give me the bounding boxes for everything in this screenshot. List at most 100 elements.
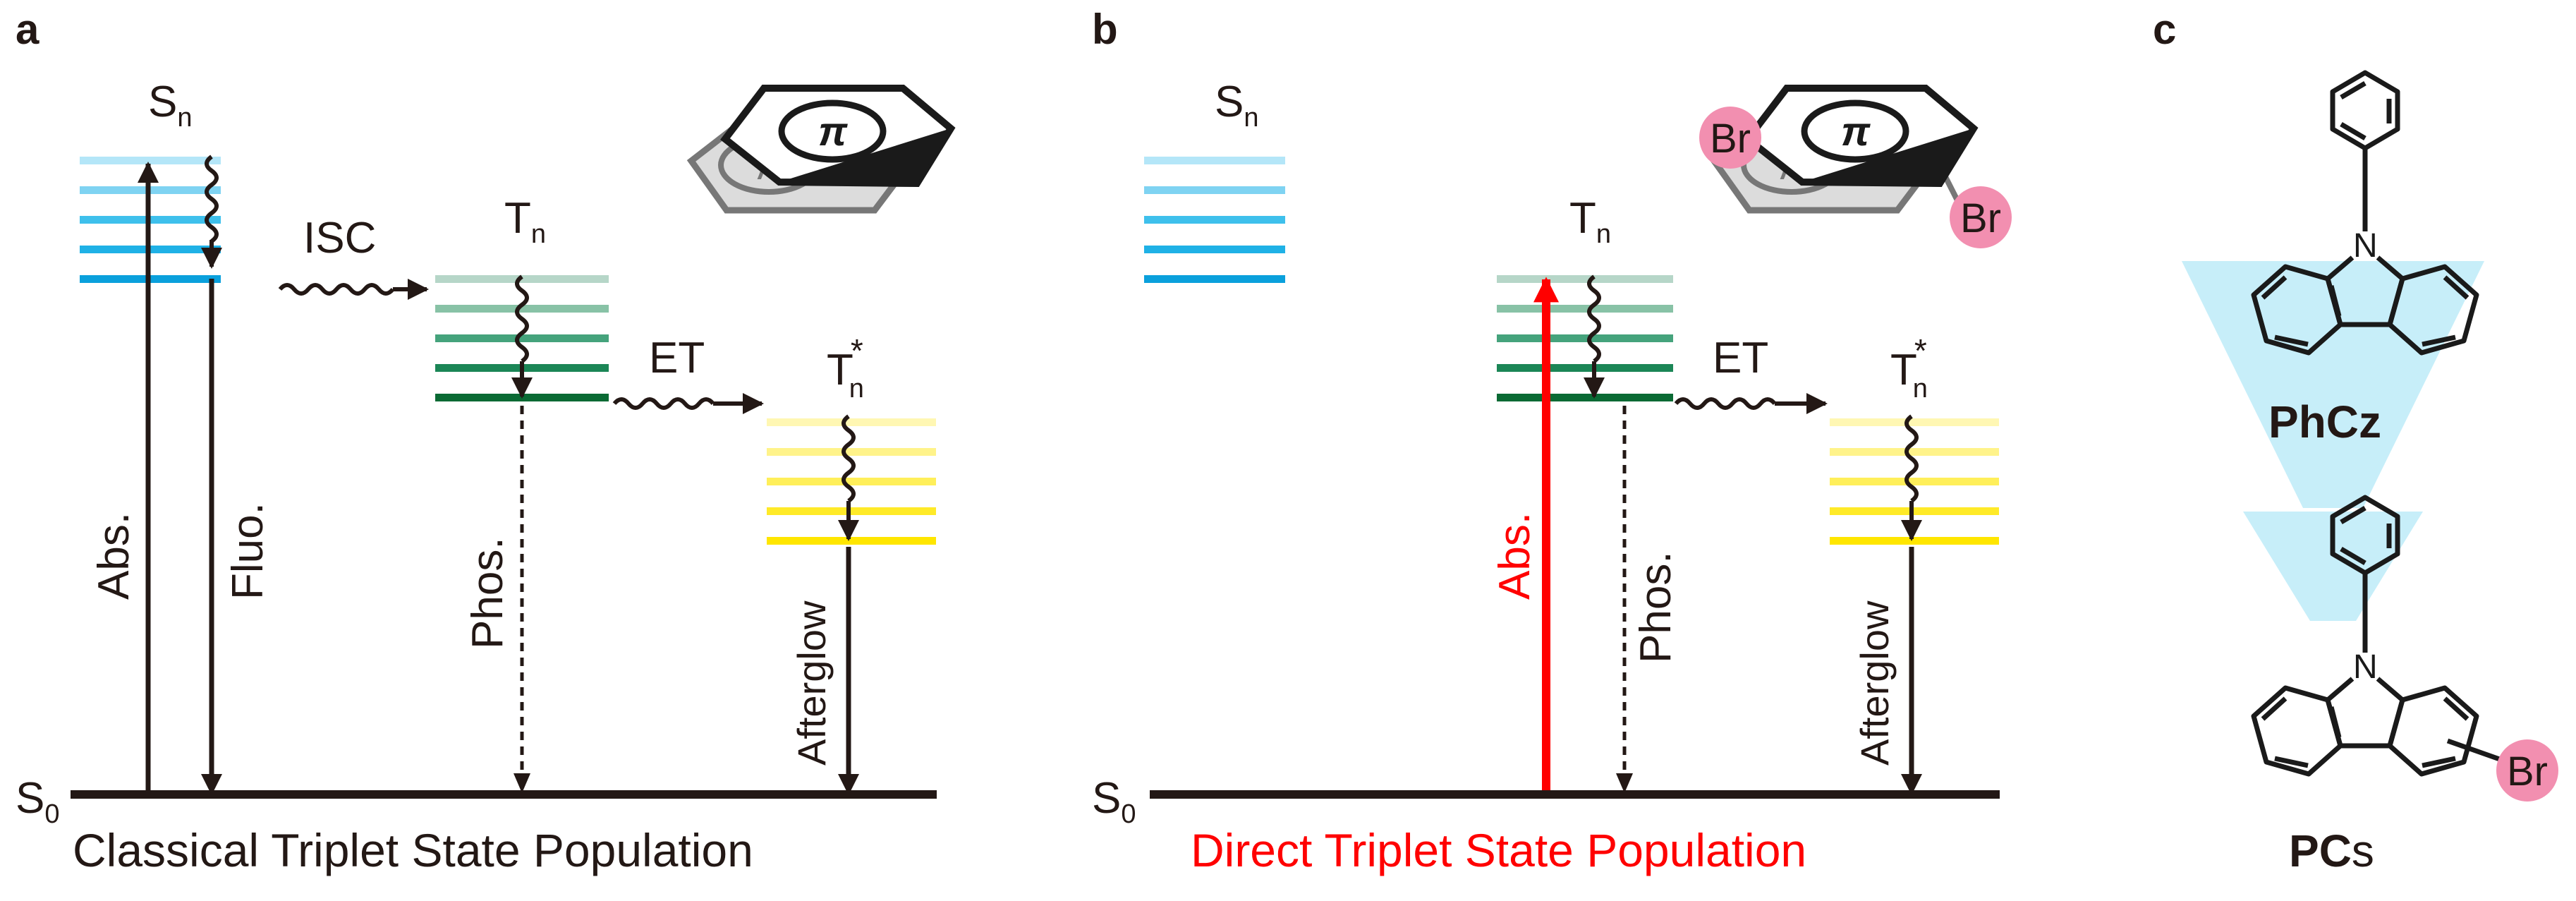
triplet-level bbox=[435, 334, 609, 342]
tn-label: Tn bbox=[1569, 194, 1611, 249]
triplet-relaxation-wavy bbox=[1587, 274, 1601, 363]
upper-pi-symbol: π bbox=[1841, 109, 1871, 155]
tstar-label: T*n bbox=[827, 332, 864, 404]
afterglow-relaxation-wavy bbox=[842, 414, 856, 503]
afterglow-level bbox=[1830, 478, 1999, 485]
br-pi-stack-illustration: π π Br Br bbox=[1699, 85, 2012, 248]
pyrrole-bond bbox=[2376, 677, 2405, 702]
ground-state-line bbox=[71, 790, 937, 799]
et-wavy bbox=[612, 397, 715, 410]
right-benzo-ring bbox=[2387, 264, 2479, 356]
n-atom: N bbox=[2353, 648, 2378, 686]
double-bond bbox=[2274, 756, 2309, 768]
singlet-level bbox=[1144, 157, 1285, 164]
singlet-level bbox=[1144, 246, 1285, 253]
panel-c: c N PhCz bbox=[2153, 6, 2558, 876]
afterglow-level bbox=[767, 507, 936, 515]
afterglow-level bbox=[767, 448, 936, 456]
left-benzo-ring bbox=[2251, 685, 2343, 777]
ground-state-line bbox=[1150, 790, 2000, 799]
afterglow-level bbox=[1830, 537, 1999, 545]
left-benzo-ring bbox=[2251, 264, 2343, 356]
br-label: Br bbox=[2507, 749, 2548, 794]
tstar-label: T*n bbox=[1890, 332, 1928, 404]
pcs-structure bbox=[2251, 495, 2509, 777]
abs-label: Abs. bbox=[90, 512, 138, 600]
phos-label: Phos. bbox=[463, 537, 512, 649]
panel-b-letter: b bbox=[1092, 6, 1118, 53]
singlet-level bbox=[1144, 186, 1285, 194]
afterglow-level bbox=[767, 418, 936, 426]
upper-pi-symbol: π bbox=[818, 109, 848, 155]
afterglow-level bbox=[767, 478, 936, 485]
panel-c-letter: c bbox=[2153, 6, 2176, 53]
phcz-label: PhCz bbox=[2268, 397, 2381, 447]
pyrrole-bond bbox=[2326, 255, 2355, 281]
phos-label: Phos. bbox=[1632, 551, 1680, 663]
isc-label: ISC bbox=[303, 214, 376, 262]
br-label-top: Br bbox=[1710, 116, 1751, 162]
double-bond bbox=[2443, 696, 2469, 721]
isc-wavy bbox=[278, 283, 395, 296]
afterglow-label: Afterglow bbox=[1852, 600, 1897, 766]
triplet-level bbox=[1497, 364, 1673, 372]
phenyl-double-bond bbox=[2340, 546, 2367, 566]
double-bond bbox=[2443, 275, 2469, 300]
et-label: ET bbox=[649, 334, 705, 382]
triplet-level bbox=[1497, 394, 1673, 401]
pcs-label: PCs bbox=[2289, 826, 2374, 876]
bromine-atom bbox=[2496, 739, 2558, 802]
panel-b: b Sn Tn Abs. Phos. ET T*n bbox=[1092, 6, 2012, 876]
afterglow-level bbox=[1830, 507, 1999, 515]
singlet-levels bbox=[1144, 157, 1285, 283]
phosphorescence-arrowhead bbox=[1616, 773, 1633, 793]
triplet-level bbox=[435, 305, 609, 313]
double-bond bbox=[2422, 756, 2456, 768]
panel-a-caption: Classical Triplet State Population bbox=[73, 824, 753, 876]
triplet-level bbox=[1497, 275, 1673, 283]
s0-label: S0 bbox=[16, 774, 60, 829]
afterglow-relaxation-wavy bbox=[1904, 414, 1919, 503]
relaxation-wavy bbox=[205, 155, 219, 243]
et-wavy bbox=[1674, 397, 1777, 410]
afterglow-level bbox=[1830, 448, 1999, 456]
funnel-upper bbox=[2182, 261, 2484, 508]
phenyl-ring bbox=[2330, 70, 2400, 151]
triplet-levels bbox=[1497, 275, 1673, 401]
triplet-level bbox=[1497, 334, 1673, 342]
abs-label: Abs. bbox=[1490, 512, 1539, 600]
bromine-atom-bottom bbox=[1950, 186, 2012, 248]
upper-pi-orbital bbox=[778, 99, 887, 163]
sn-label: Sn bbox=[1215, 78, 1259, 133]
phenyl-double-bond bbox=[2340, 80, 2367, 100]
afterglow-level bbox=[1830, 418, 1999, 426]
upper-pi-orbital bbox=[1801, 99, 1909, 163]
fluo-label: Fluo. bbox=[224, 502, 272, 600]
double-bond bbox=[2274, 334, 2309, 347]
double-bond bbox=[2328, 285, 2342, 317]
double-bond bbox=[2422, 334, 2456, 347]
br-label-bottom: Br bbox=[1960, 195, 2001, 241]
bromine-atom-top bbox=[1699, 107, 1761, 169]
triplet-level bbox=[1497, 305, 1673, 313]
funnel-lower bbox=[2243, 512, 2423, 621]
phenyl-double-bond bbox=[2340, 505, 2367, 525]
phenyl-double-bond bbox=[2340, 121, 2367, 141]
right-benzo-ring bbox=[2387, 685, 2479, 777]
pi-stack-illustration: π π bbox=[686, 85, 956, 214]
phcz-structure bbox=[2251, 70, 2479, 356]
et-label: ET bbox=[1713, 334, 1768, 382]
s0-label: S0 bbox=[1092, 774, 1136, 829]
double-bond bbox=[2261, 696, 2288, 721]
singlet-level bbox=[1144, 216, 1285, 224]
triplet-relaxation-wavy bbox=[515, 274, 529, 363]
br-substituent-bond bbox=[2446, 738, 2509, 765]
n-atom: N bbox=[2353, 227, 2378, 265]
singlet-level bbox=[80, 157, 221, 164]
pyrrole-bond bbox=[2326, 677, 2355, 702]
double-bond bbox=[2261, 275, 2288, 300]
pyrrole-bond bbox=[2376, 255, 2405, 281]
panel-b-caption: Direct Triplet State Population bbox=[1191, 824, 1806, 876]
phosphorescence-arrowhead bbox=[514, 773, 530, 793]
